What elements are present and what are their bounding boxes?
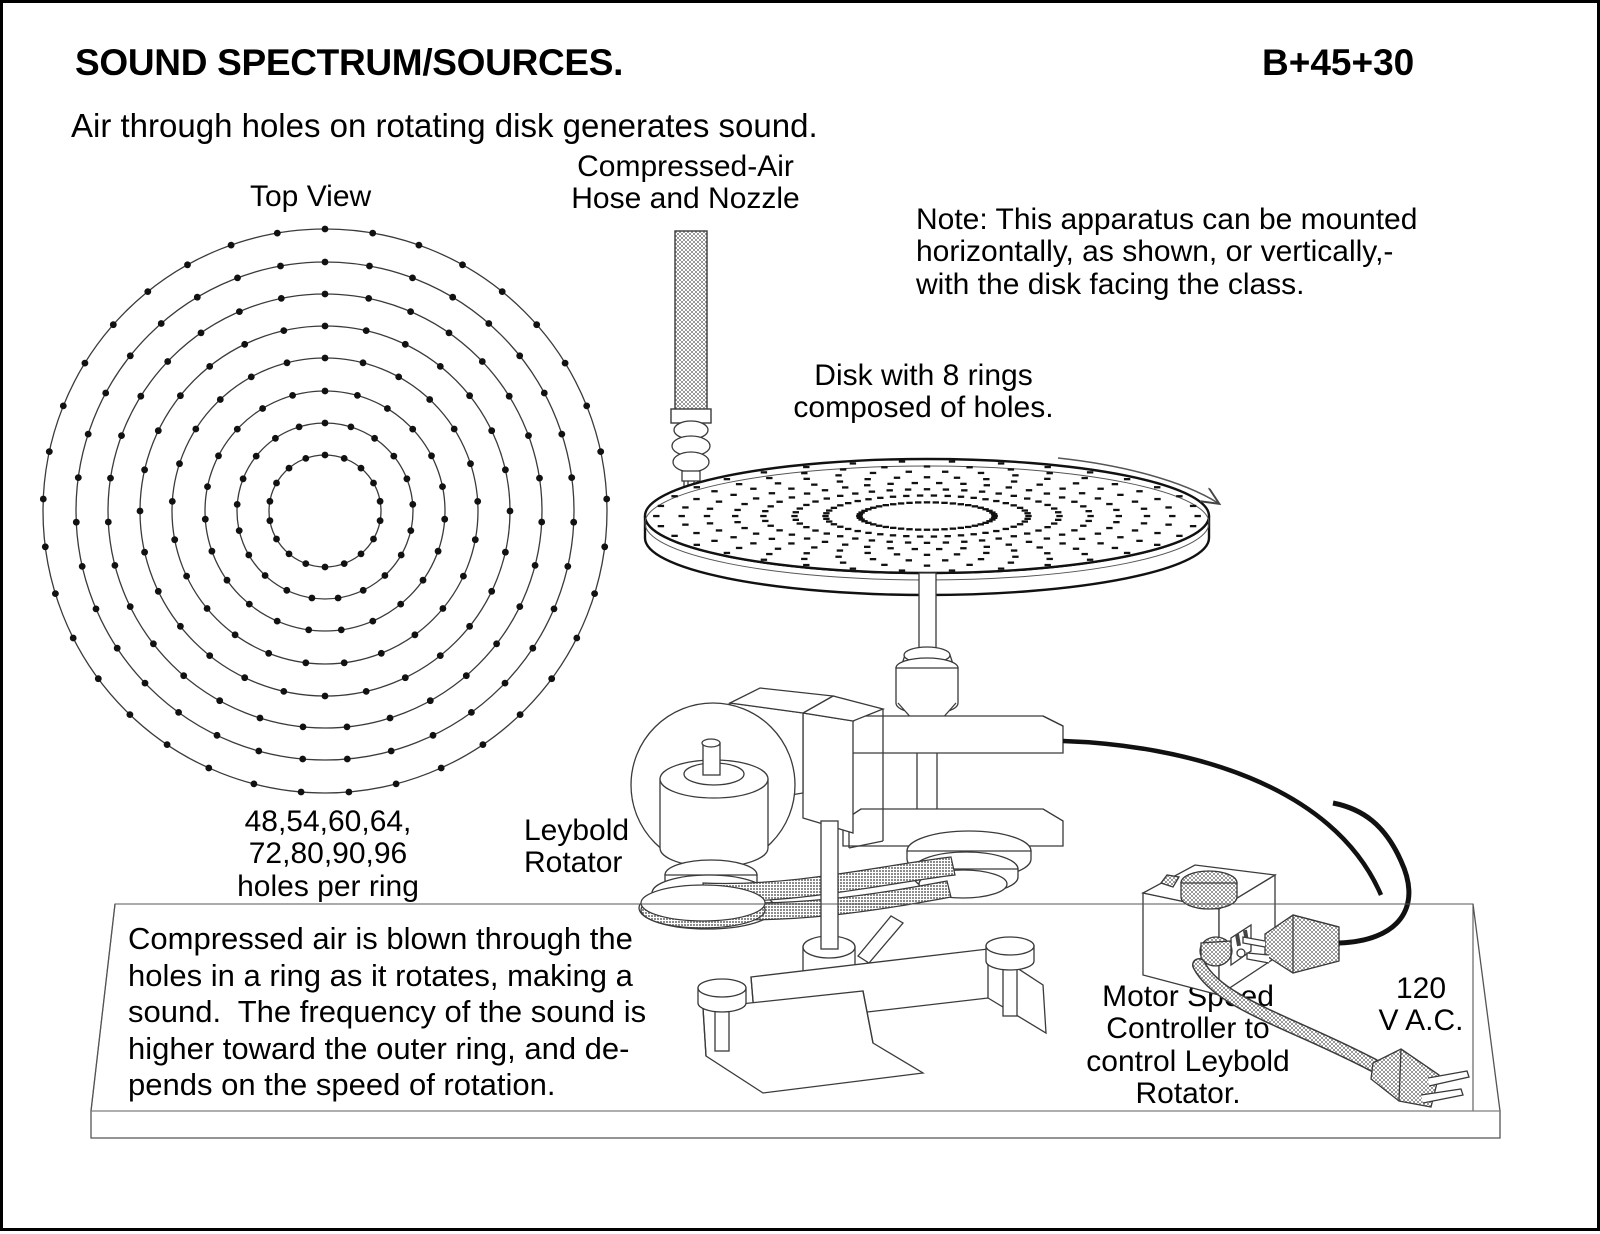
page-subtitle: Air through holes on rotating disk gener… [71, 107, 818, 144]
disk-hole-pattern [653, 460, 1201, 572]
leveling-screw-right [985, 936, 1035, 1017]
chuck-assembly [895, 646, 959, 730]
label-holes-per-ring: 48,54,60,64, 72,80,90,96 holes per ring [237, 805, 419, 903]
top-view-holes [39, 225, 611, 796]
catalog-code: B+45+30 [1262, 42, 1415, 83]
air-nozzle [671, 420, 711, 489]
support-bracket [727, 687, 1064, 849]
rotating-disk [643, 457, 1211, 597]
controller-power-cord [1192, 958, 1380, 1072]
compressed-air-hose [670, 230, 712, 424]
wall-plug-right [1242, 800, 1412, 974]
tripod-base [697, 820, 1047, 1094]
wall-plug-lower [1370, 1048, 1470, 1108]
label-leybold-rotator: Leybold Rotator [524, 814, 630, 880]
leveling-screw-left [697, 978, 747, 1052]
label-disk-rings: Disk with 8 rings composed of holes. [793, 359, 1054, 425]
description-text: Compressed air is blown through the hole… [128, 921, 647, 1103]
label-note: Note: This apparatus can be mounted hori… [916, 203, 1418, 301]
label-top-view: Top View [250, 180, 372, 213]
top-view-disk [42, 228, 608, 794]
disk-leader-arrow [1057, 457, 1218, 503]
table-platform [90, 903, 1501, 1139]
page-title: SOUND SPECTRUM/SOURCES. [75, 42, 624, 83]
label-compressed-air-hose: Compressed-Air Hose and Nozzle [571, 150, 800, 216]
rotator-power-cord [1062, 738, 1384, 896]
label-voltage: 120 V A.C. [1378, 972, 1464, 1038]
apparatus-illustration [39, 225, 1501, 1139]
motor-assembly [630, 702, 796, 898]
